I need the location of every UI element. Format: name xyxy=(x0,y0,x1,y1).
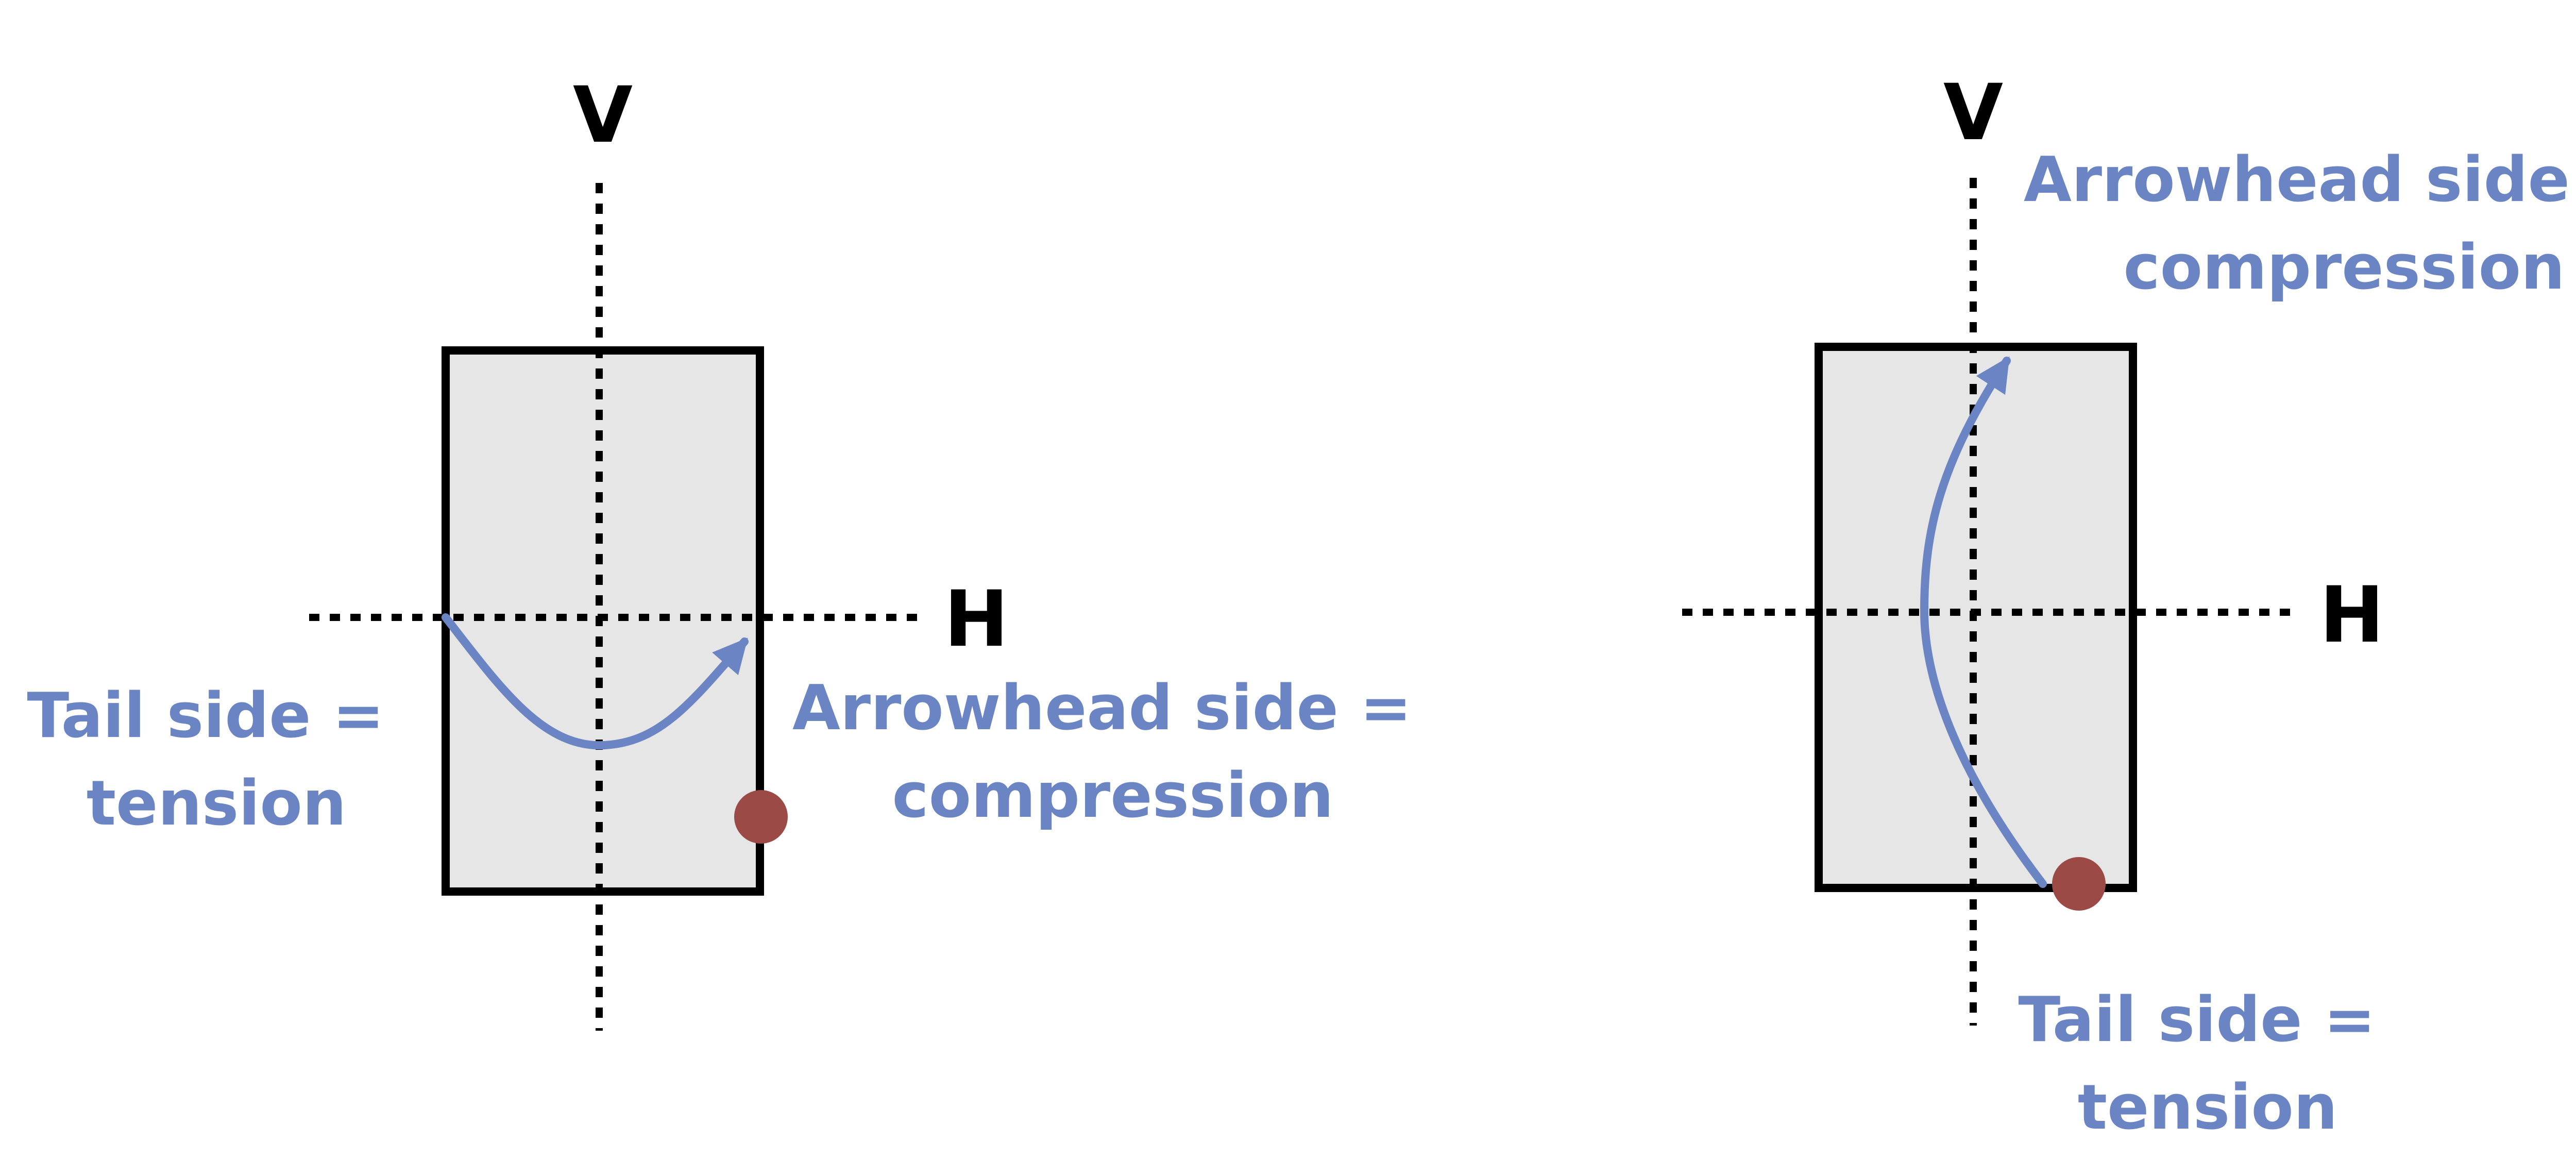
arrowhead-note-right-line-1: Arrowhead side = xyxy=(2024,144,2576,216)
load-point-left xyxy=(734,790,788,844)
diagram-left: V H Tail side = tension Arrowhead side =… xyxy=(27,71,1433,1031)
arrowhead-note-right-line-2: compression xyxy=(2124,232,2565,304)
moment-arrow-right xyxy=(1920,356,2047,888)
vertical-axis-label-right: V xyxy=(1943,68,2003,158)
horizontal-axis-label-right: H xyxy=(2319,570,2384,660)
moment-arrow-left xyxy=(442,613,749,750)
horizontal-axis-label-left: H xyxy=(944,575,1009,664)
arrowhead-note-left-line-2: compression xyxy=(892,760,1334,832)
arrowhead-note-right: Arrowhead side = compression xyxy=(2024,144,2576,304)
tail-note-left-line-2: tension xyxy=(87,768,347,840)
tail-note-left-line-1: Tail side = xyxy=(27,680,384,752)
diagram-right: V H Arrowhead side = compression Tail si… xyxy=(1682,68,2576,1144)
arrowhead-note-left-line-1: Arrowhead side = xyxy=(792,673,1412,744)
tail-note-left: Tail side = tension xyxy=(27,680,405,840)
tail-note-right-line-2: tension xyxy=(2078,1072,2338,1144)
tail-note-right: Tail side = tension xyxy=(2018,984,2397,1144)
vertical-axis-label-left: V xyxy=(573,71,633,160)
arrowhead-note-left: Arrowhead side = compression xyxy=(792,673,1433,832)
tail-note-right-line-1: Tail side = xyxy=(2018,984,2376,1056)
load-point-right xyxy=(2052,857,2106,911)
